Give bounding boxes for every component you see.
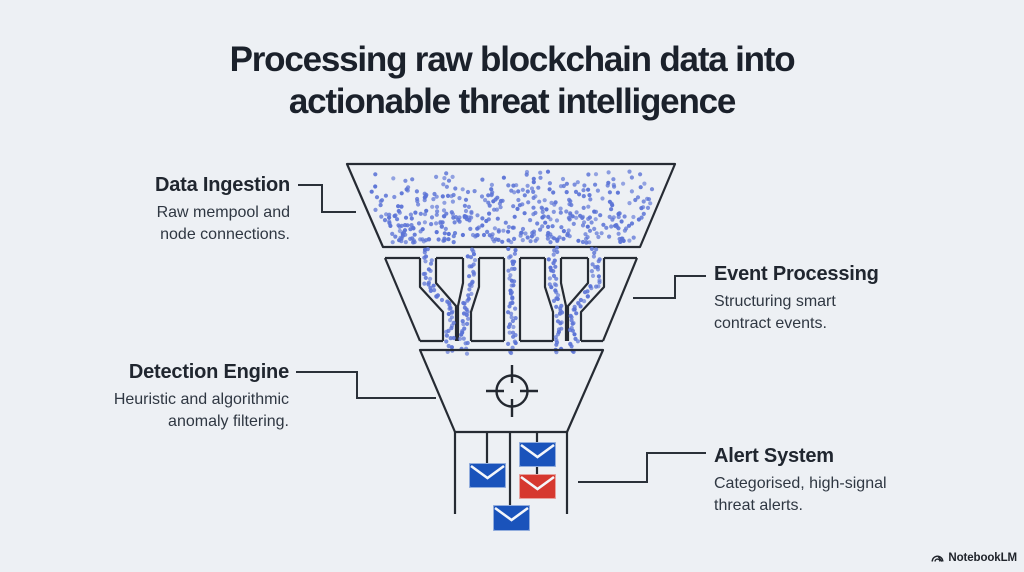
callout-description-line: Categorised, high-signal: [714, 475, 887, 492]
raw-data-dots: [369, 169, 655, 245]
notebooklm-logo-icon: [931, 555, 944, 562]
funnel-detection-section: [418, 348, 605, 434]
callout-data-ingestion: Data Ingestion Raw mempool and node conn…: [30, 173, 290, 246]
connector-alert-system: [578, 452, 706, 483]
notebooklm-watermark: NotebookLM: [931, 552, 1017, 564]
callout-connectors: [296, 184, 706, 483]
callout-description-line: Heuristic and algorithmic: [113, 391, 289, 408]
envelope-icon-blue-1: [519, 442, 556, 467]
funnel-intake-section: [345, 162, 677, 249]
callout-description: Categorised, high-signal threat alerts.: [714, 473, 994, 517]
callout-description-line: Raw mempool and: [156, 204, 290, 221]
callout-heading: Detection Engine: [128, 361, 289, 383]
envelope-icon-blue-3: [493, 505, 530, 531]
callout-description-line: Structuring smart: [714, 293, 836, 310]
page-title-line-2: actionable threat intelligence: [288, 82, 737, 121]
connector-data-ingestion: [298, 184, 356, 213]
callout-description: Structuring smart contract events.: [714, 291, 974, 335]
connector-detection-engine: [296, 371, 436, 399]
page-title: Processing raw blockchain data into acti…: [0, 39, 1024, 123]
callout-detection-engine: Detection Engine Heuristic and algorithm…: [9, 360, 289, 433]
filtered-data-streams: [421, 245, 602, 356]
callout-description-line: anomaly filtering.: [168, 413, 289, 430]
callout-heading: Data Ingestion: [155, 174, 290, 196]
funnel-channels-section: [383, 245, 639, 356]
callout-description-line: node connections.: [160, 226, 290, 243]
callout-description-line: threat alerts.: [714, 497, 803, 514]
funnel-alert-section: [453, 432, 569, 531]
connector-event-processing: [633, 275, 706, 299]
callout-description: Heuristic and algorithmic anomaly filter…: [9, 389, 289, 433]
envelope-icon-blue-2: [469, 463, 506, 488]
callout-alert-system: Alert System Categorised, high-signal th…: [714, 444, 994, 517]
notebooklm-brand-text: NotebookLM: [948, 552, 1017, 564]
envelope-icon-red: [519, 474, 556, 499]
callout-heading: Alert System: [714, 445, 834, 467]
callout-heading: Event Processing: [714, 263, 879, 285]
callout-event-processing: Event Processing Structuring smart contr…: [714, 262, 974, 335]
callout-description: Raw mempool and node connections.: [30, 202, 290, 246]
callout-description-line: contract events.: [714, 315, 827, 332]
page-title-line-1: Processing raw blockchain data into: [229, 40, 796, 79]
crosshair-icon: [486, 365, 538, 417]
